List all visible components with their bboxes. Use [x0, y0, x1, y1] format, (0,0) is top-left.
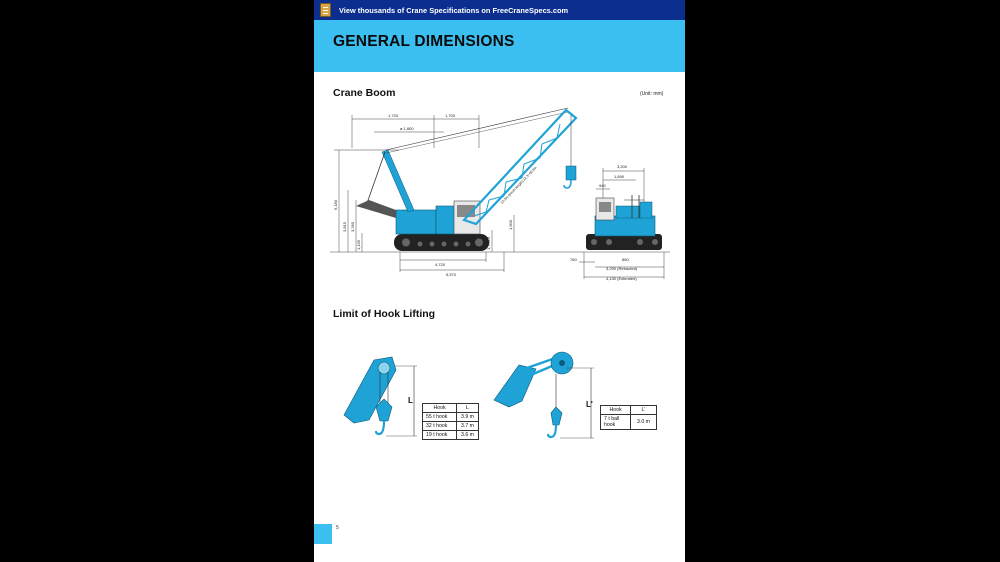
dim-v-left-outer: 6,180 [333, 199, 338, 210]
freecranespecs-link[interactable]: View thousands of Crane Specifications o… [339, 5, 569, 15]
dim-top-right: 1,700 [445, 113, 456, 118]
table-cell: 19 t hook [422, 430, 457, 440]
crane-front-view [586, 195, 662, 250]
table-header-row: Hook L' [600, 405, 657, 415]
dim-bottom-inner: 4,720 [435, 262, 446, 267]
dim-front-retracted: 3,290 (Retracted) [606, 266, 638, 271]
table-cell: 3.9 m [456, 412, 479, 422]
table-row: 55 t hook 3.9 m [422, 412, 479, 422]
dim-v-left-inner: 3,260 [350, 221, 355, 232]
crane-boom-title: Crane Boom [333, 87, 396, 99]
crane-boom-diagram: 1,733 1,700 ø 1,800 6,180 3,815 3,260 1,… [330, 107, 670, 281]
table-header: L [456, 403, 479, 413]
table-row: 7 t ball hook 3.0 m [600, 414, 657, 430]
hook-diagram-right [493, 351, 594, 439]
dim-v-left-mid: 3,815 [342, 221, 347, 232]
dim-front-mid: 1,690 [614, 174, 625, 179]
dim-bottom-outer: 5,570 [446, 272, 457, 277]
book-icon [320, 3, 331, 17]
table-header: L' [630, 405, 657, 415]
dim-top-left: 1,733 [388, 113, 399, 118]
hook-label-l-prime: L' [586, 400, 593, 409]
dim-front-top: 3,200 [617, 164, 628, 169]
table-cell: 3.6 m [456, 430, 479, 440]
hook-diagram-left [343, 356, 417, 437]
header-band: GENERAL DIMENSIONS [314, 20, 685, 72]
top-banner: View thousands of Crane Specifications o… [314, 0, 685, 20]
dim-v-left-low: 1,195 [356, 239, 361, 250]
hook-lifting-diagram: L L' [343, 351, 594, 439]
hook-label-l: L [408, 396, 413, 405]
dim-front-small: 940 [599, 183, 606, 188]
table-cell: 55 t hook [422, 412, 457, 422]
page-marker [314, 524, 332, 544]
unit-note: (Unit: mm) [640, 91, 664, 97]
crane-side-view [356, 107, 578, 251]
dim-front-left: 760 [570, 257, 577, 262]
table-cell: 7 t ball hook [600, 414, 631, 430]
dim-front-extended: 4,130 (Extended) [606, 276, 637, 281]
page-number: 5 [336, 525, 339, 531]
table-cell: 32 t hook [422, 421, 457, 431]
dim-v-right-b: 1,700.5 [486, 236, 491, 250]
page-title: GENERAL DIMENSIONS [333, 33, 515, 50]
dim-v-right-a: 1,500 [508, 219, 513, 230]
hook-table-left: Hook L 55 t hook 3.9 m 32 t hook 3.7 m 1… [422, 403, 479, 440]
dim-front-low: 860 [622, 257, 629, 262]
table-header-row: Hook L [422, 403, 479, 413]
hook-table-right: Hook L' 7 t ball hook 3.0 m [600, 405, 657, 430]
table-row: 19 t hook 3.6 m [422, 430, 479, 440]
table-row: 32 t hook 3.7 m [422, 421, 479, 431]
table-cell: 3.0 m [630, 414, 657, 430]
document-page: View thousands of Crane Specifications o… [314, 0, 685, 562]
table-header: Hook [422, 403, 457, 413]
table-cell: 3.7 m [456, 421, 479, 431]
table-header: Hook [600, 405, 631, 415]
hook-lifting-title: Limit of Hook Lifting [333, 308, 436, 320]
dim-mid: ø 1,800 [400, 126, 414, 131]
